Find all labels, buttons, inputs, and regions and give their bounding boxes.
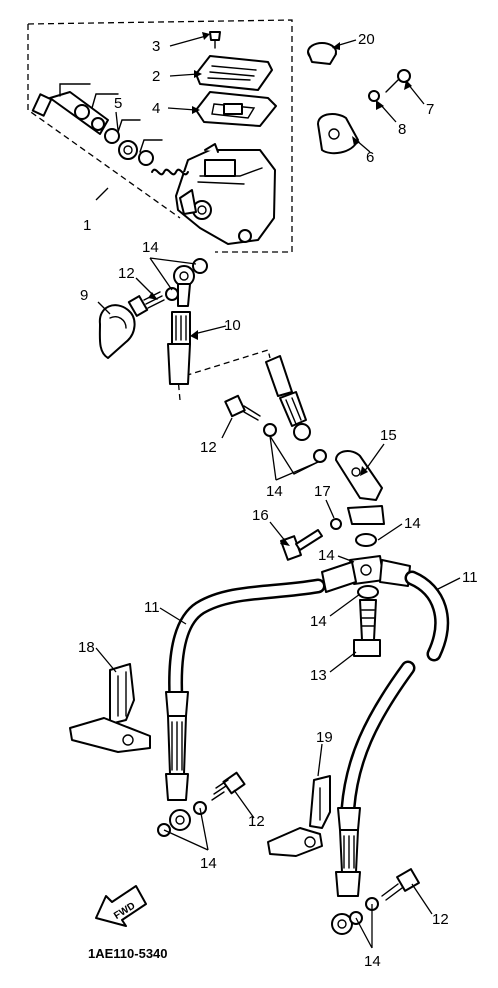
callout-14a: 14	[142, 239, 159, 256]
callout-14d: 14	[318, 547, 335, 564]
union-bolt-middle	[224, 394, 261, 421]
washer-bracket-lines-middle	[269, 435, 319, 475]
hose-connector-boundary	[177, 349, 271, 401]
callout-8: 8	[398, 121, 406, 138]
callout-19: 19	[316, 729, 333, 746]
brake-light-switch-screw	[385, 69, 411, 93]
lower-union-bolt	[353, 599, 381, 657]
callout-14f: 14	[200, 855, 217, 872]
banjo-fitting-upper	[173, 265, 195, 307]
reservoir-cap-cover	[307, 42, 337, 65]
master-cylinder-body	[175, 143, 276, 245]
forward-direction-arrow: FWD	[95, 885, 147, 927]
callout-12d: 12	[432, 911, 449, 928]
callout-17: 17	[314, 483, 331, 500]
callout-12c: 12	[248, 813, 265, 830]
callout-11b: 11	[462, 569, 478, 586]
callout-labels: 3 2 4 5 1 20 7 8 6 14 12 9 10 12 14 15 1…	[78, 31, 478, 970]
callout-6: 6	[366, 149, 374, 166]
brake-light-washer	[368, 90, 380, 102]
master-cylinder-assembly-boundary	[27, 19, 293, 253]
brake-hose-left	[168, 578, 326, 708]
callout-7: 7	[426, 101, 434, 118]
callout-11a: 11	[144, 599, 160, 616]
brake-hose-right-inner	[343, 573, 447, 813]
brake-hose-left-inner	[170, 581, 323, 705]
callout-14g: 14	[364, 953, 381, 970]
part-code-label: 1AE110-5340	[88, 946, 168, 961]
callout-13: 13	[310, 667, 327, 684]
callout-1: 1	[83, 217, 91, 234]
three-way-joint	[321, 533, 411, 599]
piston-kit	[31, 83, 189, 176]
callout-18: 18	[78, 639, 95, 656]
reservoir-cap	[195, 55, 273, 91]
callout-2: 2	[152, 68, 160, 85]
callout-9: 9	[80, 287, 88, 304]
brake-hose-middle-end	[265, 355, 311, 441]
three-way-joint-bracket	[335, 450, 385, 525]
rubber-cap	[98, 304, 136, 359]
callout-4: 4	[152, 100, 160, 117]
leader-lines	[95, 32, 461, 949]
bracket-washer	[330, 518, 342, 530]
union-bolt-right-lower	[381, 868, 420, 901]
callout-16: 16	[252, 507, 269, 524]
callout-14e: 14	[310, 613, 327, 630]
diaphragm	[195, 91, 277, 127]
callout-5: 5	[114, 95, 122, 112]
union-bolt-upper	[127, 291, 165, 317]
hose-fitting-right-lower	[331, 807, 361, 935]
hose-guide-right	[267, 775, 331, 857]
callout-12a: 12	[118, 265, 135, 282]
callout-10: 10	[224, 317, 241, 334]
reservoir-screw	[209, 31, 221, 49]
callout-15: 15	[380, 427, 397, 444]
callout-14b: 14	[266, 483, 283, 500]
washer-middle-b	[313, 449, 327, 463]
callout-12b: 12	[200, 439, 217, 456]
washer-upper-b	[192, 258, 208, 274]
hose-guide-left	[69, 663, 151, 753]
brake-hose-upper	[167, 311, 191, 385]
union-bolt-left-lower	[211, 771, 246, 801]
washer-middle-a	[263, 423, 277, 437]
callout-20: 20	[358, 31, 375, 48]
master-cylinder-holder	[317, 113, 359, 155]
callout-3: 3	[152, 38, 160, 55]
callout-14c: 14	[404, 515, 421, 532]
hose-fitting-left-lower	[165, 691, 191, 831]
